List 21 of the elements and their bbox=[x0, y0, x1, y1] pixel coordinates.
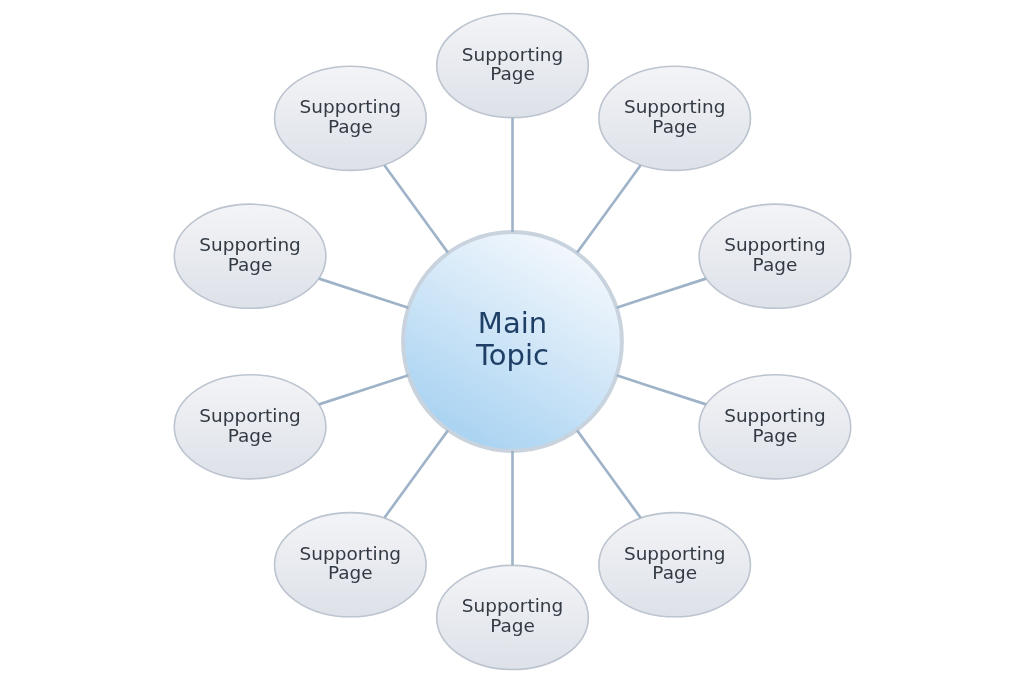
connector bbox=[318, 374, 409, 406]
node-ellipse: Supporting Page bbox=[597, 511, 751, 618]
node-ellipse: Supporting Page bbox=[697, 373, 851, 480]
node-ellipse: Supporting Page bbox=[273, 511, 427, 618]
connector bbox=[575, 429, 642, 519]
node-ellipse: Supporting Page bbox=[435, 12, 589, 119]
connector bbox=[615, 277, 706, 309]
connector bbox=[510, 450, 514, 566]
connector bbox=[510, 117, 514, 233]
connector bbox=[382, 429, 449, 519]
connector bbox=[615, 374, 706, 406]
connector bbox=[575, 164, 642, 254]
node-ellipse: Supporting Page bbox=[697, 203, 851, 310]
node-ellipse: Supporting Page bbox=[173, 373, 327, 480]
node-circle: Main Topic bbox=[400, 230, 624, 453]
connector bbox=[318, 277, 409, 309]
node-ellipse: Supporting Page bbox=[173, 203, 327, 310]
node-ellipse: Supporting Page bbox=[273, 65, 427, 172]
connector bbox=[382, 164, 449, 254]
node-ellipse: Supporting Page bbox=[435, 564, 589, 671]
node-ellipse: Supporting Page bbox=[597, 65, 751, 172]
